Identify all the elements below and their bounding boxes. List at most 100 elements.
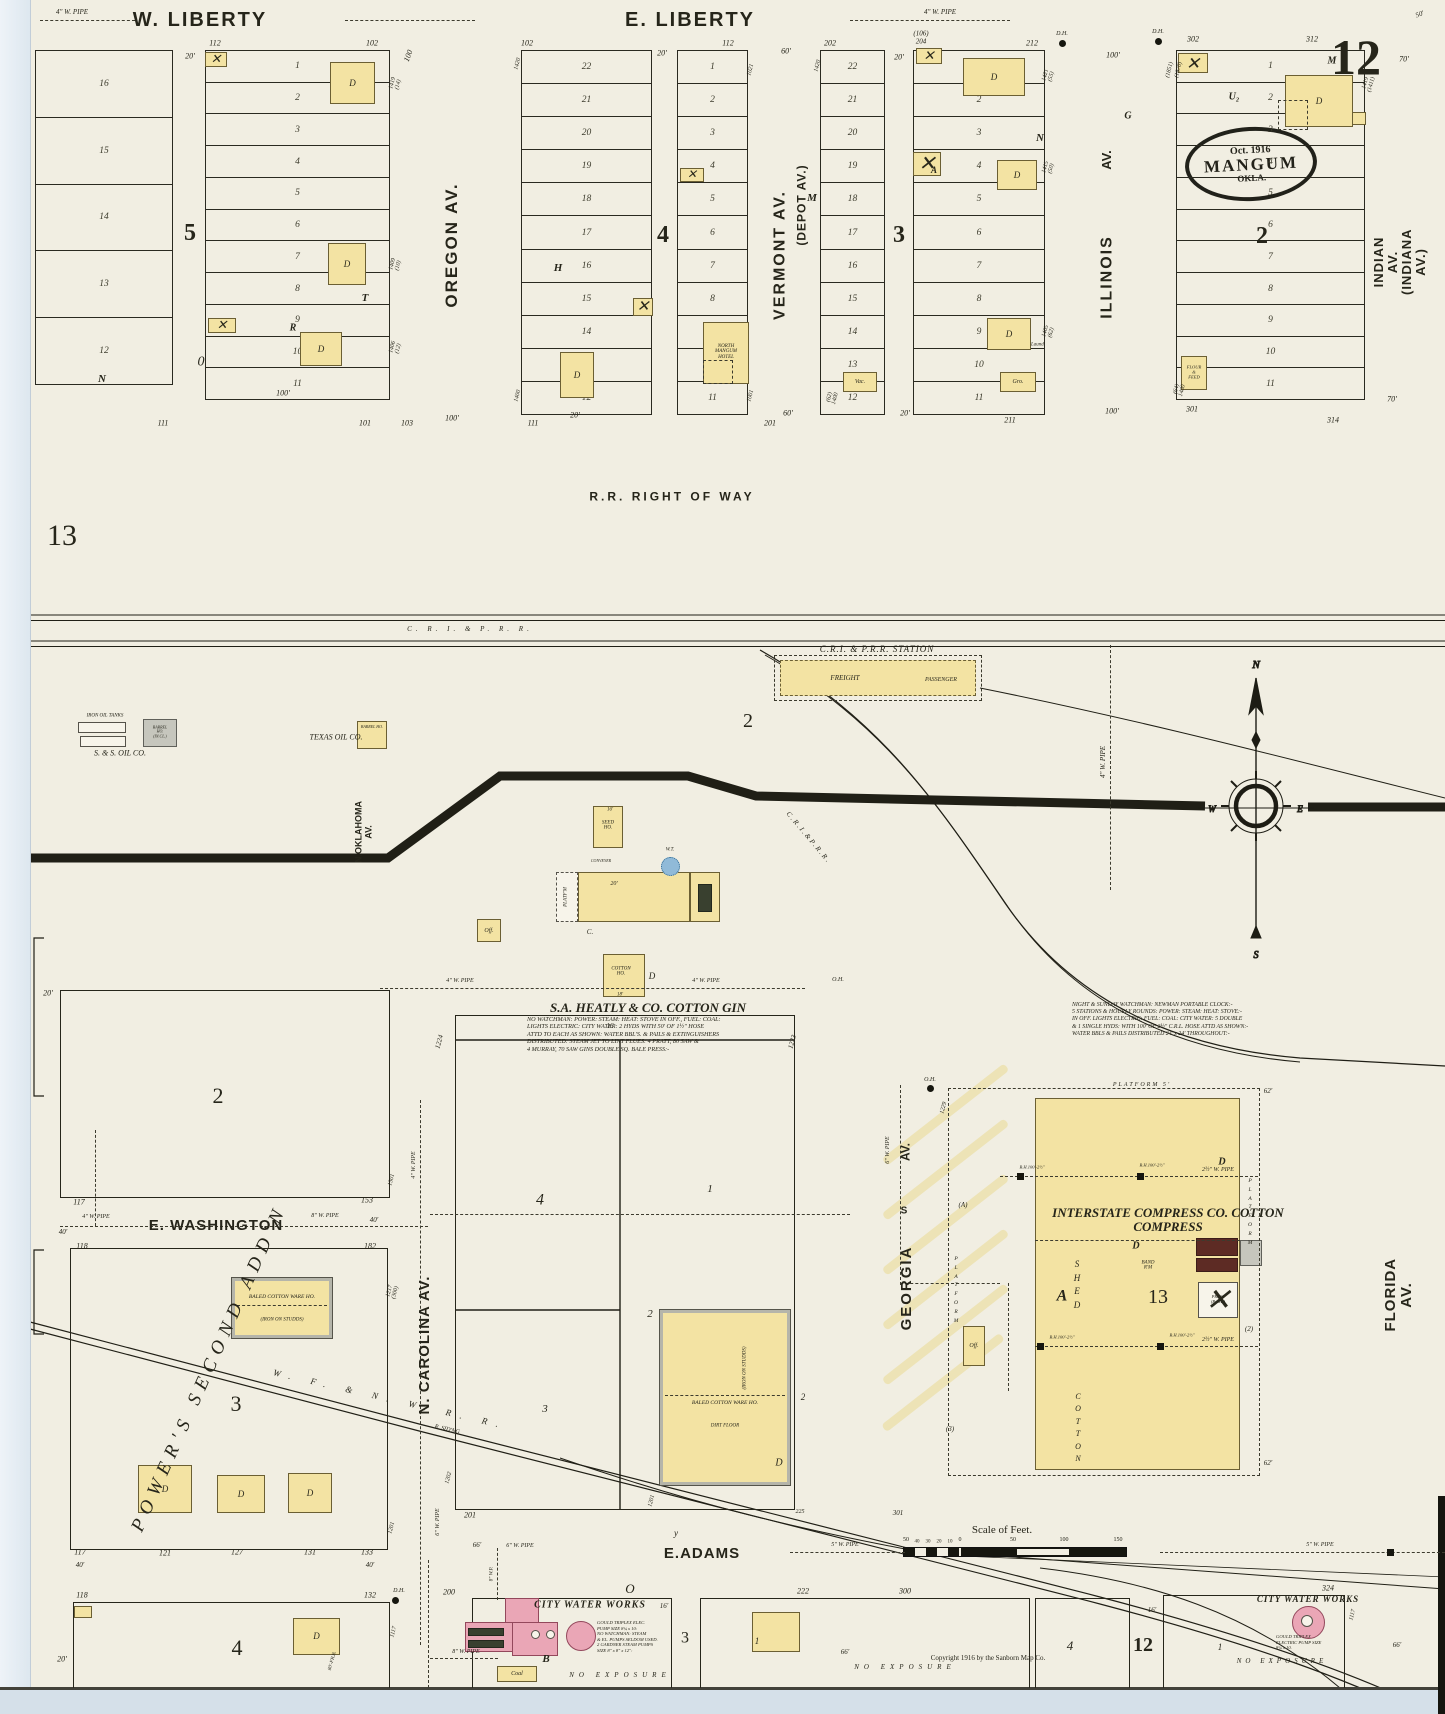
lot-cell: 1: [1177, 51, 1364, 83]
map-label: 118: [76, 1590, 88, 1600]
lot-number: 6: [1268, 220, 1273, 231]
map-label: 101: [359, 418, 371, 428]
cotton-house-label: COTTON HO.: [611, 966, 631, 977]
water-tank: [661, 857, 680, 876]
boiler: [1196, 1258, 1238, 1272]
baled-cotton-warehouse-2: BALED COTTON WARE HO.: [691, 1400, 759, 1407]
water-pipe: [428, 1560, 429, 1688]
hydrant: [1137, 1173, 1144, 1180]
hydrant: [1037, 1343, 1044, 1350]
map-label: A: [1056, 1287, 1068, 1305]
map-label: 100': [445, 413, 459, 423]
lot-number: 12: [847, 392, 858, 403]
coal-house: Coal: [497, 1666, 537, 1682]
ss-oil-co: S. & S. OIL CO.: [93, 748, 147, 758]
map-label: 2: [647, 1308, 653, 1321]
lot-cell: 2: [206, 83, 389, 115]
map-label: 70': [1399, 54, 1409, 64]
map-label: B.H.100'-2½": [1049, 1334, 1075, 1340]
lot-number: 9: [1268, 315, 1273, 326]
lot-number: 5: [295, 188, 300, 199]
building: D: [1285, 75, 1353, 127]
sheet-number: 12: [1331, 29, 1381, 85]
lot-cell: 8: [1177, 273, 1364, 305]
lot-cell: 5: [206, 178, 389, 210]
map-label: 20': [570, 410, 580, 420]
map-label: 50: [1010, 1536, 1016, 1543]
compass-w: W: [1208, 804, 1217, 814]
building: ✕: [680, 168, 704, 182]
lot-number: 14: [847, 326, 858, 337]
lot-cell: 5: [678, 183, 747, 217]
building: ✕: [208, 318, 236, 333]
lot-number: 1: [1268, 61, 1273, 72]
map-label: 117: [74, 1547, 86, 1557]
water-pipe: [850, 20, 1010, 21]
lot-number: 4: [976, 161, 982, 172]
avenue-label-indian: INDIAN AV. (INDIANA AV.): [1370, 228, 1429, 296]
lot-cell: 4: [914, 150, 1044, 184]
lot-number: 4: [1268, 156, 1273, 167]
building: ✕: [1178, 53, 1208, 73]
lot-cell: 7: [206, 241, 389, 274]
lot-number: 7: [710, 260, 715, 271]
water-works-pump-house: [512, 1622, 558, 1656]
map-label: 1: [754, 1636, 760, 1647]
lot-cell: 15: [36, 118, 172, 185]
seed-house-label: SEED HO.: [601, 820, 615, 831]
map-label: 2: [743, 710, 753, 733]
scan-margin-bottom: [0, 1690, 1445, 1714]
building: [74, 1606, 92, 1618]
map-label: 153: [361, 1195, 373, 1205]
map-label: 4" W. PIPE: [410, 1151, 417, 1179]
lot-number: 20: [847, 128, 858, 139]
block-number-2: 2: [1256, 223, 1268, 250]
map-label: 2½" W. PIPE: [1202, 1166, 1234, 1173]
map-label: 200: [443, 1587, 455, 1597]
avenue-label-s-georgia: GEORGIA: [897, 1245, 915, 1331]
lot-cell: 10: [206, 337, 389, 369]
map-label: 300: [899, 1586, 911, 1596]
hydrant: [1387, 1549, 1394, 1556]
map-label: S: [900, 1205, 908, 1217]
lot-number: 19: [581, 161, 592, 172]
map-label: (106) 204: [913, 29, 929, 45]
map-label: DIRT FLOOR: [710, 1423, 740, 1429]
scale-segment: [947, 1548, 959, 1556]
gin-platform: [556, 872, 578, 922]
map-label: 324: [1322, 1583, 1334, 1593]
lot-number: 10: [974, 359, 984, 370]
lot-cell: 10: [1177, 337, 1364, 369]
lot-number: 16: [847, 260, 858, 271]
lot-cell: 12: [36, 318, 172, 384]
map-label: (A): [958, 1201, 968, 1210]
scale-segment: [914, 1548, 926, 1556]
seed-house: [593, 806, 623, 848]
map-label: 102: [521, 38, 533, 48]
map-label: 16: [606, 1022, 614, 1031]
map-label: B.H.100'-2½": [1169, 1332, 1195, 1338]
map-label: 6" W. PIPE: [434, 1508, 441, 1536]
map-label: 103: [401, 418, 413, 428]
map-label: 16': [1147, 1606, 1157, 1615]
compass-e: E: [1296, 804, 1303, 814]
map-label: PLATFORM 5': [1112, 1081, 1172, 1088]
building: D: [987, 318, 1031, 350]
water-works-tank: [566, 1621, 596, 1651]
lot-cell: 14: [522, 316, 651, 349]
map-label: 4: [1066, 1637, 1074, 1653]
map-label: NO EXPOSURE: [569, 1671, 671, 1680]
flour-feed-building: [1181, 356, 1207, 390]
lot-number: 15: [847, 293, 858, 304]
lot-number: 4: [295, 156, 300, 167]
station-label: C.R.I. & P.R.R. STATION: [819, 644, 935, 655]
map-label: 20': [657, 48, 667, 58]
hydrant: [1017, 1173, 1024, 1180]
avenue-label-vermont: VERMONT AV.: [771, 190, 789, 320]
lot-cell: 2: [914, 84, 1044, 118]
block-number-3-lower: 3: [230, 1391, 242, 1417]
water-pipe: [430, 1658, 498, 1659]
